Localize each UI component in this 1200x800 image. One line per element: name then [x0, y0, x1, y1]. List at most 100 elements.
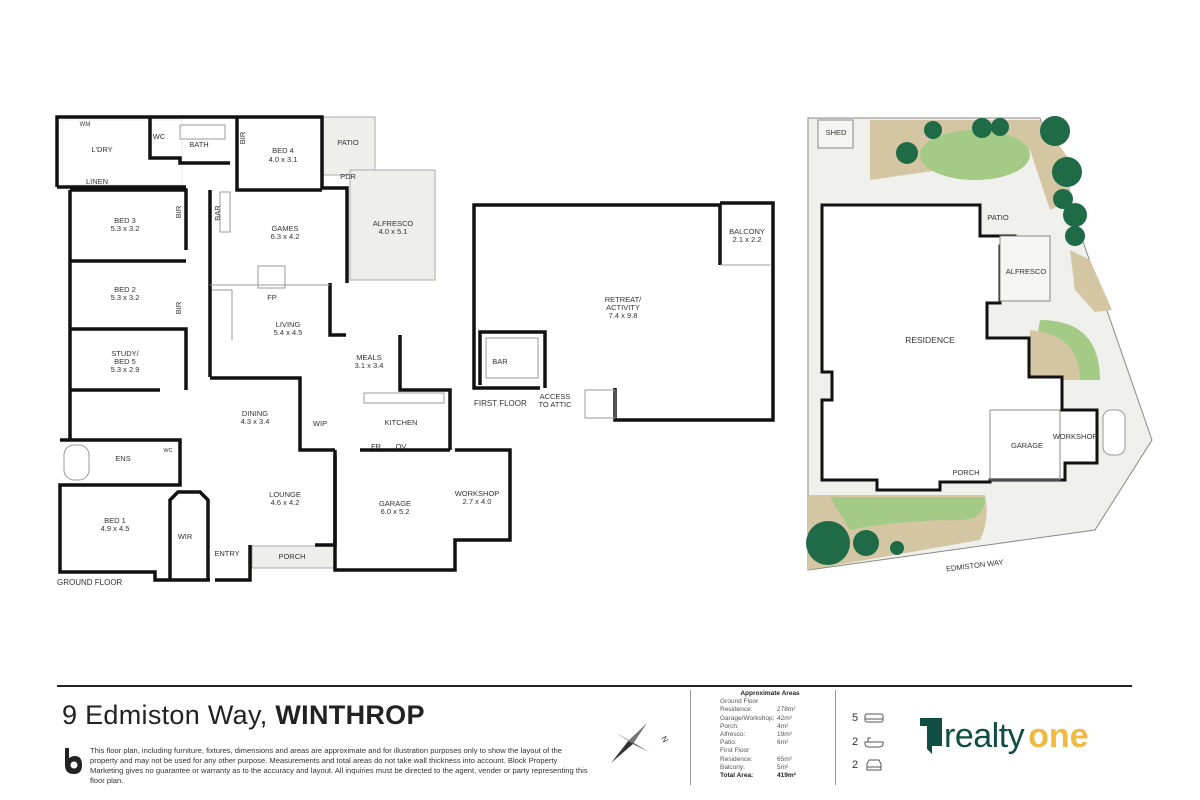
room-label-kitchen: KITCHEN	[385, 418, 418, 427]
area-label: Porch:	[720, 722, 739, 730]
room-dims-bed3: 5.3 x 3.2	[111, 224, 140, 233]
room-label-access: ACCESS	[540, 392, 571, 401]
staircase	[212, 289, 233, 340]
areas-first-floor: First Floor	[720, 747, 750, 755]
car-count: 2	[852, 759, 859, 771]
room-label-patio: PATIO	[337, 138, 359, 147]
room-label-garage: GARAGE	[379, 499, 411, 508]
realty-one-logo: realty one	[918, 716, 1089, 756]
bedroom-count: 5	[852, 712, 859, 724]
site-label-alfresco: ALFRESCO	[1006, 267, 1047, 276]
garden-bed	[1030, 330, 1080, 380]
room-label-bar: BAR	[213, 205, 222, 221]
street-label: EDMISTON WAY	[945, 558, 1003, 574]
address-street: 9 Edmiston Way,	[62, 700, 268, 730]
room-label-ens: ENS	[115, 454, 130, 463]
lawn	[830, 497, 985, 530]
bathtub	[63, 444, 90, 481]
room-dims-dining: 4.3 x 3.4	[241, 417, 270, 426]
brand-name-part1: realty	[944, 716, 1025, 755]
divider	[690, 690, 691, 785]
car-icon	[1102, 409, 1126, 456]
room-label-linen: LINEN	[86, 177, 108, 186]
car-spaces-feature: 2	[852, 758, 884, 772]
first-floor-plan: RETREAT/ ACTIVITY 7.4 x 9.8 BALCONY 2.1 …	[472, 201, 775, 422]
room-label-activity: ACTIVITY	[606, 303, 640, 312]
site-plan: SHED PATIO ALFRESCO RESIDENCE GARAGE WOR…	[806, 116, 1153, 574]
room-label-bir-bed2: BIR	[174, 301, 183, 314]
room-label-porch: PORCH	[278, 552, 305, 561]
room-label-wm: WM	[80, 122, 91, 128]
footer-divider	[57, 685, 1132, 687]
realty-one-door-icon	[920, 718, 942, 754]
room-label-bed1: BED 1	[104, 516, 126, 525]
property-address: 9 Edmiston Way, WINTHROP	[62, 700, 425, 731]
block-marketing-logo	[65, 748, 82, 774]
garden-bed	[1070, 250, 1112, 312]
room-label-bed3: BED 3	[114, 216, 136, 225]
laundry-tiles	[61, 119, 183, 186]
room-label-games: GAMES	[271, 224, 298, 233]
total-area-label: Total Area:	[720, 772, 754, 780]
trees	[806, 116, 1087, 565]
disclaimer-text: This floor plan, including furniture, fi…	[90, 746, 588, 785]
room-label-bath: BATH	[189, 140, 208, 149]
bar-counter	[485, 337, 539, 379]
divider	[835, 690, 836, 785]
room-label-wip: WIP	[313, 419, 327, 428]
room-dims-living: 5.4 x 4.5	[274, 328, 303, 337]
room-label-living: LIVING	[276, 320, 301, 329]
area-label: Balcony:	[720, 763, 745, 771]
area-value: 42m²	[777, 714, 792, 722]
compass-label: N	[659, 735, 669, 745]
area-label: Patio:	[720, 739, 737, 747]
room-dims-bed1: 4.9 x 4.5	[101, 524, 130, 533]
site-label-workshop: WORKSHOP	[1053, 432, 1098, 441]
room-dims-bed2: 5.3 x 3.2	[111, 293, 140, 302]
bathroom-count: 2	[852, 736, 859, 748]
room-label-study: STUDY/	[111, 349, 139, 358]
bar-counter	[219, 191, 231, 233]
room-dims-games: 6.3 x 4.2	[271, 232, 300, 241]
room-dims-garage: 6.0 x 5.2	[381, 507, 410, 516]
room-dims-meals: 3.1 x 3.4	[355, 361, 384, 370]
approximate-areas-table: Approximate Areas Ground Floor Residence…	[720, 690, 820, 780]
area-label: Alfresco:	[720, 731, 746, 739]
first-floor-label: FIRST FLOOR	[474, 399, 527, 408]
area-value: 65m²	[777, 755, 792, 763]
area-value: 4m²	[777, 722, 789, 730]
area-value: 6m²	[777, 739, 789, 747]
area-value: 19m²	[777, 731, 792, 739]
patio-area	[321, 116, 376, 176]
room-label-wc-ens: WC	[163, 448, 172, 454]
area-label: Residence:	[720, 755, 753, 763]
room-label-bed2: BED 2	[114, 285, 136, 294]
site-label-residence: RESIDENCE	[905, 335, 955, 345]
compass-north-icon: N	[611, 723, 669, 763]
site-label-patio: PATIO	[987, 213, 1009, 222]
alfresco-footprint	[999, 235, 1051, 302]
attic-ladder	[584, 389, 616, 419]
room-label-bir: BIR	[238, 131, 247, 144]
site-label-porch: PORCH	[952, 468, 979, 477]
room-label-entry: ENTRY	[214, 549, 239, 558]
room-dims-lounge: 4.6 x 4.2	[271, 498, 300, 507]
room-label-bir-bed3: BIR	[174, 205, 183, 218]
bed-icon	[864, 713, 884, 723]
bath-icon	[864, 737, 884, 748]
room-label-pdr: PDR	[340, 172, 356, 181]
total-area-value: 419m²	[777, 772, 796, 780]
room-label-wc: WC	[153, 132, 166, 141]
bedrooms-feature: 5	[852, 712, 884, 724]
site-label-shed: SHED	[826, 128, 847, 137]
site-label-garage: GARAGE	[1011, 441, 1043, 450]
room-label-alfresco: ALFRESCO	[373, 219, 414, 228]
address-suburb: WINTHROP	[275, 700, 425, 730]
alfresco-area	[349, 169, 436, 281]
room-label-fp: FP	[267, 293, 277, 302]
room-dims-bed4: 4.0 x 3.1	[269, 155, 298, 164]
room-label-fr: FR	[371, 442, 382, 451]
brand-name-part2: one	[1028, 716, 1089, 755]
